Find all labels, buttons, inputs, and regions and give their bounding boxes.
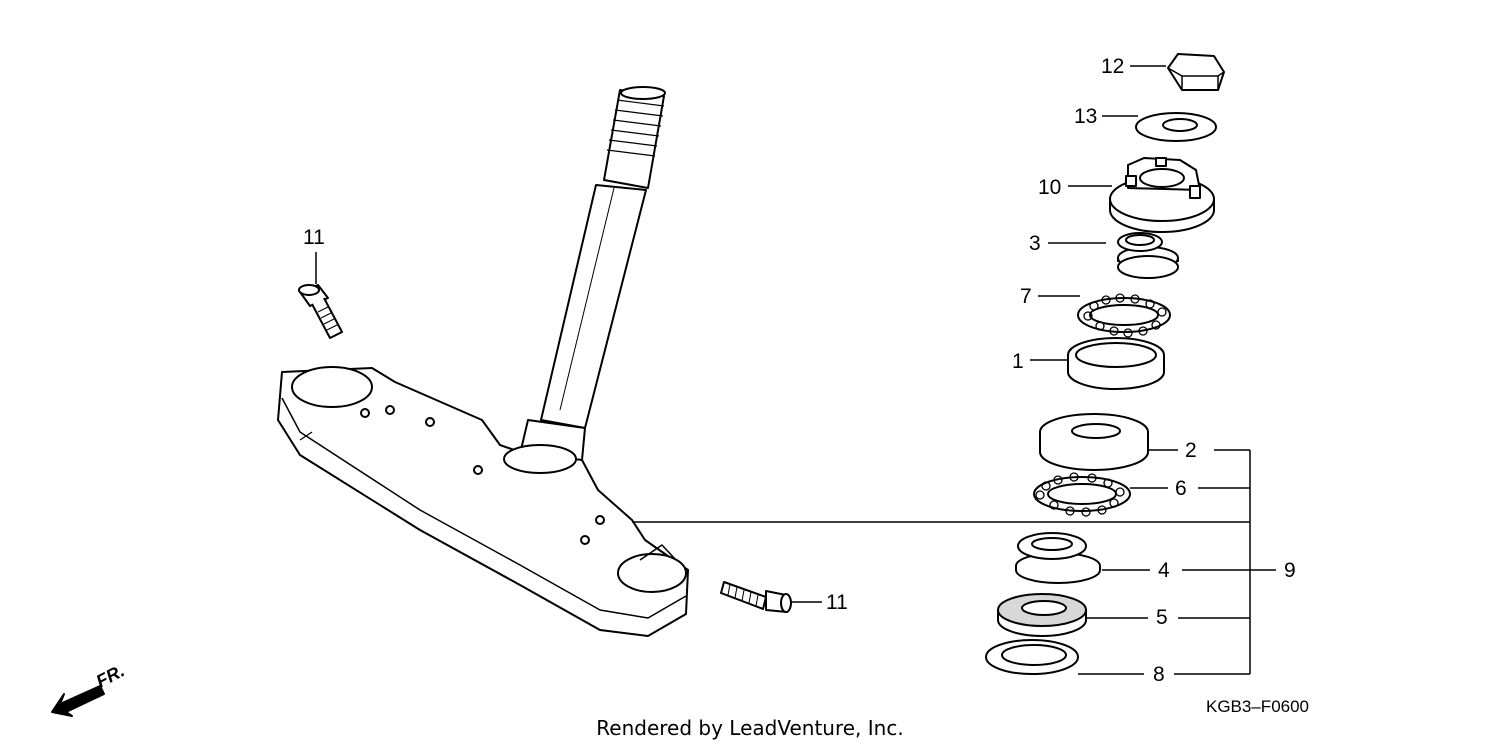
callout-6: 6 (1175, 477, 1187, 500)
steering-stem-lower-bracket (277, 366, 689, 637)
callout-3: 3 (1029, 232, 1041, 255)
part-13-washer[interactable] (1135, 112, 1217, 142)
part-6-bearing[interactable] (1033, 472, 1131, 517)
front-direction-arrow-icon (51, 685, 105, 717)
bolt-right[interactable] (720, 581, 792, 613)
callout-10: 10 (1038, 176, 1062, 199)
diagram-code: KGB3–F0600 (1206, 697, 1310, 716)
part-5-seal[interactable] (997, 593, 1087, 637)
callout-13: 13 (1074, 105, 1098, 128)
part-12-nut[interactable] (1167, 53, 1225, 91)
callout-5: 5 (1156, 606, 1168, 629)
callout-4: 4 (1158, 559, 1170, 582)
callout-1: 1 (1012, 350, 1024, 373)
part-2-race[interactable] (1039, 413, 1149, 471)
part-1-race[interactable] (1067, 337, 1165, 390)
steering-stem[interactable] (519, 86, 666, 461)
callout-11-left: 11 (303, 226, 325, 249)
callout-8: 8 (1153, 663, 1165, 686)
callout-2: 2 (1185, 439, 1197, 462)
render-credit: Rendered by LeadVenture, Inc. (596, 716, 904, 740)
callout-11-right: 11 (826, 591, 848, 614)
part-8-washer[interactable] (985, 639, 1079, 675)
part-4-cone[interactable] (1015, 532, 1101, 584)
part-10-locknut[interactable] (1109, 157, 1215, 233)
bolt-left[interactable] (298, 284, 343, 339)
leader-lines (315, 65, 1276, 675)
part-3-cone[interactable] (1117, 232, 1179, 279)
callout-9: 9 (1284, 559, 1296, 582)
callout-12: 12 (1101, 55, 1125, 78)
part-7-bearing[interactable] (1077, 293, 1171, 338)
callout-7: 7 (1020, 285, 1032, 308)
